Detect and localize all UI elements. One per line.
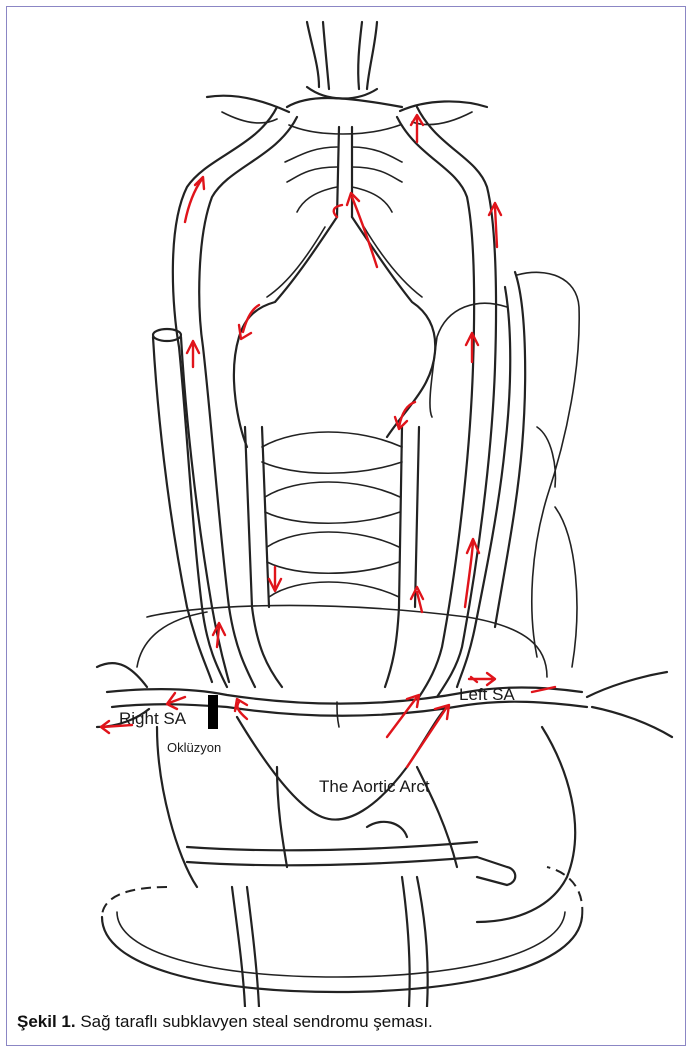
- caption-label: Şekil 1.: [17, 1012, 76, 1031]
- left-sa-label: Left SA: [459, 685, 515, 704]
- vertebral-arteries: [245, 427, 419, 687]
- cerebral-circle: [207, 22, 487, 134]
- occlusion-label: Oklüzyon: [167, 740, 221, 755]
- flow-arrows: [101, 115, 555, 767]
- right-sa-label: Right SA: [119, 709, 187, 728]
- vascular-diagram: Right SA Left SA Oklüzyon The Aortic Arc…: [7, 7, 687, 1007]
- occlusion-mark: [208, 695, 218, 729]
- lower-loops: [102, 867, 582, 992]
- left-jugular: [430, 272, 579, 687]
- aortic-arch-label: The Aortic Arct: [319, 777, 430, 796]
- figure-caption: Şekil 1. Sağ taraflı subklavyen steal se…: [17, 1012, 677, 1032]
- basilar-branches: [234, 127, 435, 447]
- caption-text: Sağ taraflı subklavyen steal sendromu şe…: [76, 1012, 433, 1031]
- figure-frame: Right SA Left SA Oklüzyon The Aortic Arc…: [6, 6, 686, 1046]
